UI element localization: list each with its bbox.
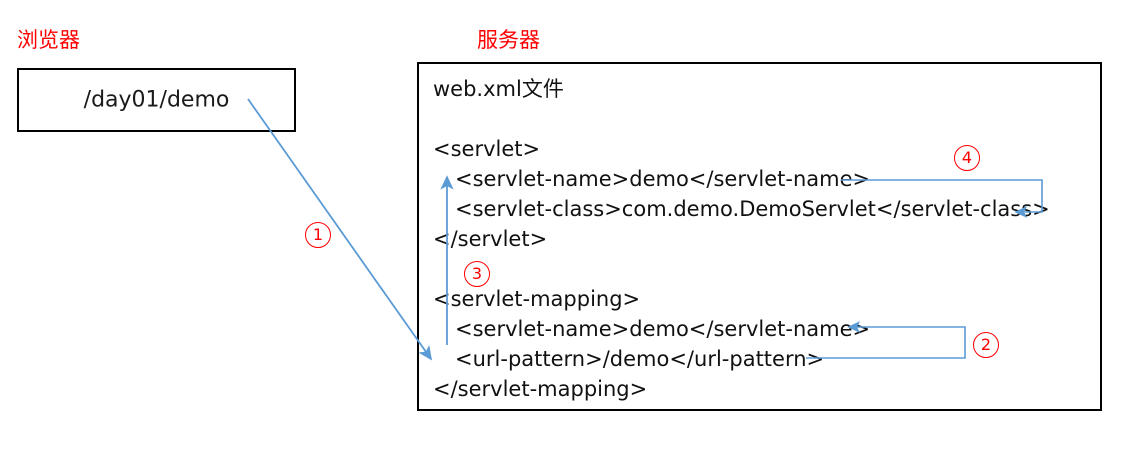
server-section-title: 服务器 (477, 28, 540, 52)
step-marker-2: 2 (973, 332, 999, 358)
browser-address-box: /day01/demo (17, 68, 296, 132)
arrow-step-1 (247, 98, 433, 361)
step-marker-3: 3 (464, 261, 490, 287)
code-line-servlet-name-2: <servlet-name>demo</servlet-name> (455, 317, 871, 341)
browser-url-text: /day01/demo (83, 87, 230, 113)
code-line-url-pattern: <url-pattern>/demo</url-pattern> (455, 347, 825, 371)
webxml-code-block: web.xml文件 <servlet> <servlet-name>demo</… (433, 74, 1096, 404)
code-line-servlet-class: <servlet-class>com.demo.DemoServlet</ser… (455, 197, 1050, 221)
code-line-servlet-mapping-close: </servlet-mapping> (433, 377, 648, 401)
step-marker-1: 1 (305, 222, 331, 248)
code-line-blank (433, 254, 1096, 284)
browser-section-title: 浏览器 (17, 28, 80, 52)
code-line-servlet-open: <servlet> (433, 137, 541, 161)
code-spacer (433, 104, 1096, 134)
code-line-servlet-mapping-open: <servlet-mapping> (433, 287, 641, 311)
code-line-servlet-name-1: <servlet-name>demo</servlet-name> (455, 167, 871, 191)
server-webxml-box: web.xml文件 <servlet> <servlet-name>demo</… (417, 62, 1102, 411)
step-marker-4: 4 (954, 145, 980, 171)
code-line-servlet-close: </servlet> (433, 227, 548, 251)
webxml-file-label: web.xml文件 (433, 77, 564, 101)
